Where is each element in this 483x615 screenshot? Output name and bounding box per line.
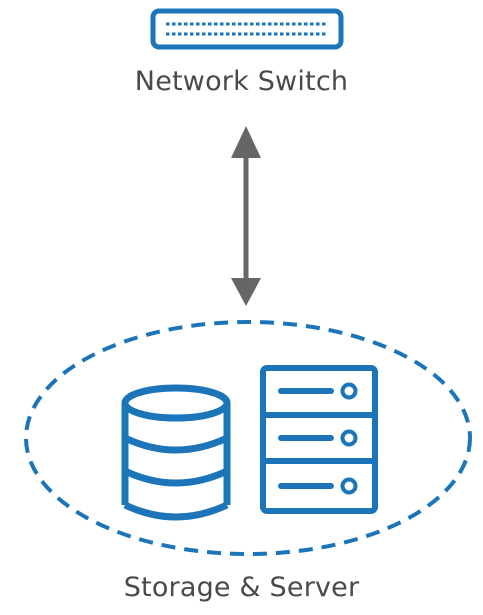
database-icon xyxy=(121,384,231,521)
storage-server-label: Storage & Server xyxy=(123,572,360,603)
bidirectional-arrow xyxy=(231,126,261,306)
network-switch-label: Network Switch xyxy=(134,66,349,97)
storage-server-group-boundary xyxy=(24,320,472,556)
server-rack-icon xyxy=(260,365,378,514)
network-switch-icon xyxy=(150,8,344,50)
